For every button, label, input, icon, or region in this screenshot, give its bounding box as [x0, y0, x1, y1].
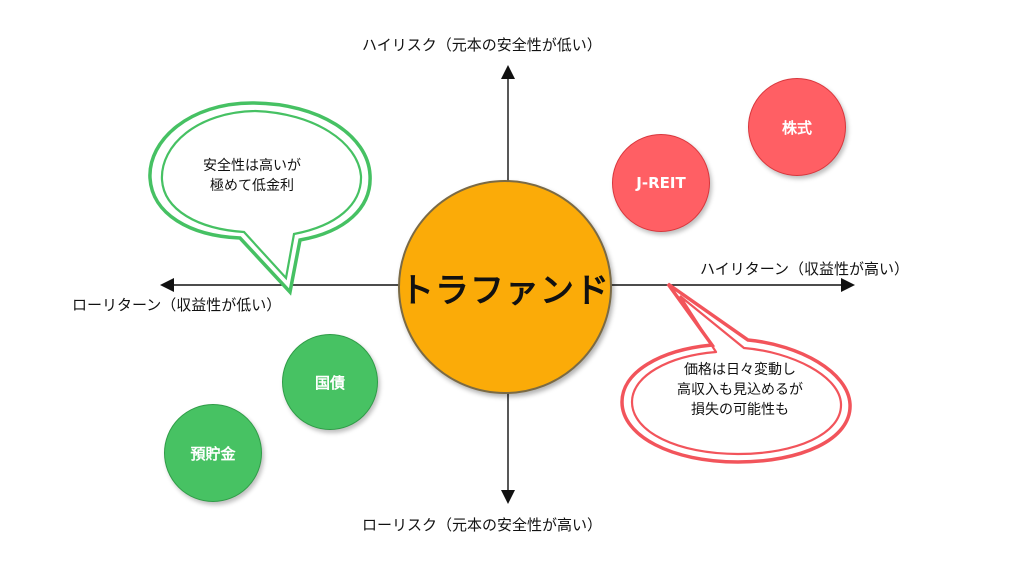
label-jreit: J-REIT	[636, 174, 686, 192]
red-speech-bubble	[620, 282, 852, 464]
circle-deposits: 預貯金	[164, 404, 262, 502]
label-stocks: 株式	[781, 118, 812, 137]
axis-label-top: ハイリスク（元本の安全性が低い）	[362, 36, 602, 54]
red-bubble-line-2: 高収入も見込めるが	[677, 382, 803, 398]
green-bubble-line-2: 極めて低金利	[210, 178, 294, 194]
axis-label-left: ローリターン（収益性が低い）	[72, 296, 282, 314]
circle-stocks: 株式	[748, 78, 846, 176]
circle-jreit: J-REIT	[612, 134, 710, 232]
red-bubble-line-1: 価格は日々変動し	[684, 362, 796, 378]
center-circle-trafund: トラファンド	[398, 180, 612, 394]
green-bubble-line-1: 安全性は高いが	[203, 158, 301, 174]
green-bubble-text: 安全性は高いが 極めて低金利	[192, 156, 312, 196]
red-bubble-line-3: 損失の可能性も	[691, 402, 789, 418]
center-label: トラファンド	[400, 270, 610, 311]
label-deposits: 預貯金	[190, 444, 236, 463]
label-bonds: 国債	[314, 373, 345, 392]
axis-label-right: ハイリターン（収益性が高い）	[700, 260, 909, 278]
green-speech-bubble	[148, 101, 372, 296]
axis-label-bottom: ローリスク（元本の安全性が高い）	[362, 516, 603, 534]
circle-bonds: 国債	[282, 334, 378, 430]
red-bubble-text: 価格は日々変動し 高収入も見込めるが 損失の可能性も	[660, 360, 820, 420]
